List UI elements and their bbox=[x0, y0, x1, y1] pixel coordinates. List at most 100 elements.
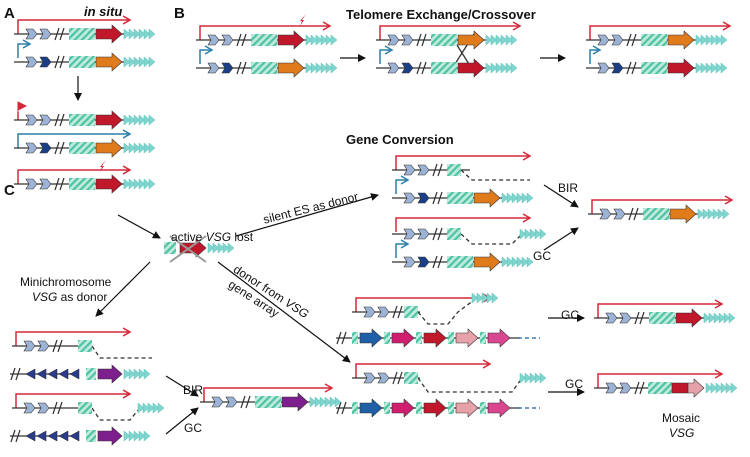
telomere-repeat-icon bbox=[123, 178, 131, 190]
telomere-repeat-icon bbox=[534, 228, 542, 240]
telomere-repeat-icon bbox=[708, 312, 716, 324]
telomere-repeat-icon bbox=[227, 242, 235, 254]
transcription-line bbox=[17, 169, 130, 184]
break-slash bbox=[432, 227, 438, 241]
hatched-box bbox=[78, 340, 92, 352]
promoter-arrow-icon bbox=[207, 34, 220, 46]
telomere-repeat-icon bbox=[510, 62, 518, 74]
promoter-arrow-icon bbox=[39, 56, 52, 68]
break-slash bbox=[15, 429, 21, 443]
telomere-repeat-icon bbox=[500, 34, 508, 46]
transcription-arrowhead bbox=[204, 45, 214, 55]
promoter-arrow-icon bbox=[25, 56, 38, 68]
hatched-box bbox=[480, 332, 486, 344]
repeat-arrow-icon bbox=[47, 430, 58, 442]
promoter-arrow-icon bbox=[225, 396, 238, 408]
break-slash bbox=[421, 33, 427, 47]
vsg-gene-arrow-icon bbox=[455, 328, 479, 348]
hatched-box bbox=[69, 114, 95, 126]
telomere-repeat-icon bbox=[705, 34, 713, 46]
repeat-arrow-icon bbox=[25, 368, 36, 380]
transcription-line bbox=[15, 331, 130, 346]
transcription-arrowhead bbox=[512, 21, 522, 31]
telomere-repeat-icon bbox=[123, 368, 131, 380]
telomere-repeat-icon bbox=[138, 368, 146, 380]
break-bolt-icon bbox=[300, 14, 306, 26]
vsg-gene-arrow-icon bbox=[667, 30, 695, 50]
break-slash bbox=[432, 191, 438, 205]
hatched-box bbox=[649, 312, 675, 324]
transcription-line bbox=[395, 217, 530, 232]
gc-label-upper: GC bbox=[533, 249, 551, 263]
hatched-box bbox=[480, 402, 486, 414]
transcription-line bbox=[395, 155, 530, 170]
vsg-gene-arrow-icon bbox=[95, 138, 123, 158]
telomere-repeat-icon bbox=[705, 62, 713, 74]
promoter-arrow-icon bbox=[613, 208, 626, 220]
telomere-repeat-icon bbox=[697, 208, 705, 220]
break-slash bbox=[626, 33, 632, 47]
telomere-repeat-icon bbox=[147, 402, 155, 414]
promoter-arrow-icon bbox=[403, 256, 416, 268]
telomere-repeat-icon bbox=[133, 430, 141, 442]
break-slash bbox=[397, 371, 403, 385]
dashed-donor-line bbox=[91, 407, 139, 421]
repeat-arrow-icon bbox=[58, 430, 69, 442]
hatched-box bbox=[69, 56, 95, 68]
transcription-arrowhead bbox=[122, 327, 132, 337]
transcription-arrowhead bbox=[324, 383, 334, 393]
hatched-box bbox=[69, 178, 95, 190]
break-slash bbox=[57, 339, 63, 353]
telomere-repeat-icon bbox=[217, 242, 225, 254]
telomere-repeat-icon bbox=[700, 62, 708, 74]
transcription-line bbox=[379, 25, 520, 40]
transcription-arrow bbox=[395, 239, 410, 258]
telomere-repeat-icon bbox=[222, 242, 230, 254]
process-arrow bbox=[95, 261, 151, 317]
transcription-arrow bbox=[15, 389, 132, 408]
hatched-box bbox=[78, 402, 92, 414]
telomere-repeat-icon bbox=[521, 192, 529, 204]
telomere-repeat-icon bbox=[481, 292, 489, 304]
telomere-repeat-icon bbox=[152, 402, 160, 414]
telomere-repeat-icon bbox=[143, 178, 151, 190]
promoter-arrow-icon bbox=[417, 192, 430, 204]
break-slash bbox=[437, 163, 443, 177]
break-slash bbox=[628, 207, 634, 221]
gc-label-array-1: GC bbox=[561, 308, 579, 322]
telomere-repeat-icon bbox=[128, 56, 136, 68]
promoter-arrow-icon bbox=[25, 142, 38, 154]
telomere-repeat-icon bbox=[207, 242, 215, 254]
transcription-arrowhead bbox=[714, 369, 724, 379]
promoter-arrow-icon bbox=[207, 62, 220, 74]
hatched-box bbox=[641, 34, 667, 46]
break-slash bbox=[341, 331, 347, 345]
transcription-line bbox=[597, 373, 722, 388]
bir-label-upper: BIR bbox=[558, 181, 579, 195]
break-slash bbox=[240, 395, 246, 409]
dashed-donor-line bbox=[417, 377, 523, 393]
promoter-arrow-icon bbox=[39, 28, 52, 40]
transcription-arrow bbox=[589, 45, 602, 64]
telomere-repeat-icon bbox=[510, 34, 518, 46]
hatched-box bbox=[251, 34, 277, 46]
telomere-repeat-icon bbox=[526, 192, 534, 204]
break-slash bbox=[59, 141, 65, 155]
transcription-arrow bbox=[597, 299, 724, 318]
transcription-line bbox=[395, 179, 408, 194]
break-slash bbox=[54, 27, 60, 41]
transcription-arrowhead bbox=[482, 359, 492, 369]
telomere-repeat-icon bbox=[128, 178, 136, 190]
telomere-repeat-icon bbox=[143, 114, 151, 126]
hatched-box bbox=[447, 164, 461, 176]
hatched-box bbox=[69, 28, 95, 40]
gene-conversion-title: Gene Conversion bbox=[346, 132, 454, 147]
telomere-repeat-icon bbox=[133, 28, 141, 40]
telomere-repeat-icon bbox=[516, 192, 524, 204]
transcription-line bbox=[591, 199, 732, 214]
hatched-box bbox=[416, 332, 422, 344]
transcription-arrow bbox=[395, 175, 410, 194]
transcription-line bbox=[379, 49, 392, 64]
telomere-repeat-icon bbox=[495, 62, 503, 74]
telomere-repeat-icon bbox=[715, 382, 723, 394]
